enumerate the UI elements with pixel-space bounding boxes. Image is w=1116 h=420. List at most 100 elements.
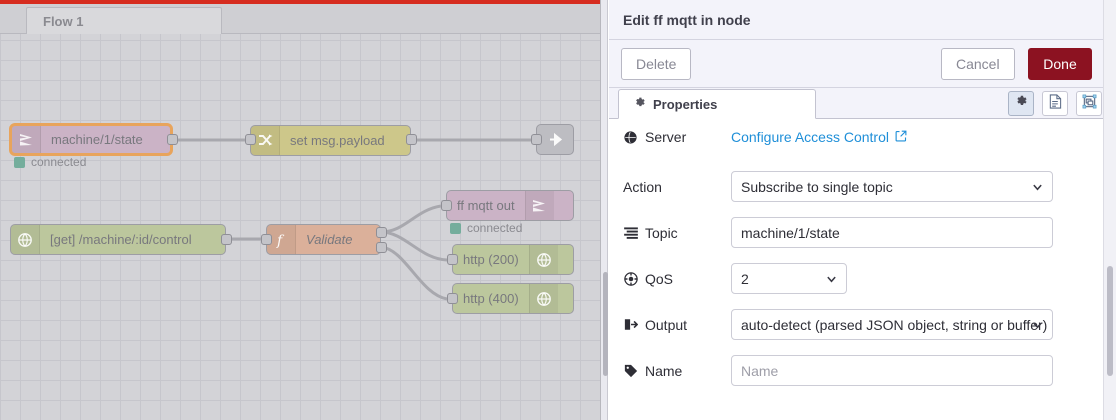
action-label-text: Action (623, 178, 662, 195)
panel-tabstrip: Properties (609, 88, 1103, 119)
name-label-text: Name (645, 362, 683, 379)
output-select[interactable]: auto-detect (parsed JSON object, string … (731, 309, 1053, 340)
action-select[interactable]: Subscribe to single topic (731, 171, 1053, 202)
panel-divider[interactable] (600, 0, 608, 420)
qos-label-text: QoS (645, 270, 674, 287)
node-input-port[interactable] (261, 234, 272, 245)
node-output-port[interactable] (167, 134, 178, 145)
topic-value: machine/1/state (741, 224, 840, 241)
node-input-port[interactable] (245, 134, 256, 145)
node-label: set msg.payload (290, 133, 385, 148)
form-row-output: Output auto-detect (parsed JSON object, … (623, 309, 1089, 340)
node-output-port[interactable] (221, 234, 232, 245)
node-input-port[interactable] (531, 134, 542, 145)
node-label: Validate (306, 232, 353, 247)
form-row-action: Action Subscribe to single topic (623, 171, 1089, 202)
chevron-down-icon (1033, 184, 1042, 190)
tab-properties[interactable]: Properties (618, 89, 816, 119)
node-input-port[interactable] (441, 200, 452, 211)
cancel-button-label: Cancel (956, 56, 1000, 72)
node-mqtt-in[interactable]: machine/1/state (10, 124, 172, 155)
node-output-port-2[interactable] (376, 242, 387, 253)
panel-scrollbar[interactable] (1103, 0, 1116, 420)
output-value: auto-detect (parsed JSON object, string … (741, 316, 1048, 333)
node-output-port-1[interactable] (376, 227, 387, 238)
external-link-icon (895, 129, 907, 145)
action-label: Action (623, 179, 731, 195)
page-title: Edit ff mqtt in node (623, 11, 751, 28)
node-input-port[interactable] (447, 293, 458, 304)
topic-input[interactable]: machine/1/state (731, 217, 1053, 248)
gear-icon (633, 96, 646, 112)
appearance-icon (1082, 94, 1097, 114)
description-icon (1048, 93, 1062, 114)
status-label: connected (31, 155, 87, 169)
debug-icon (541, 125, 570, 154)
gear-icon (1014, 94, 1028, 113)
node-label: http (200) (463, 252, 519, 267)
mqtt-icon (524, 191, 554, 220)
crosshair-icon (623, 271, 638, 286)
configure-access-control-link[interactable]: Configure Access Control (731, 129, 907, 145)
delete-button[interactable]: Delete (621, 48, 692, 80)
globe-icon (528, 245, 558, 274)
list-icon (623, 226, 638, 239)
form-row-topic: Topic machine/1/state (623, 217, 1089, 248)
node-http-response-200[interactable]: http (200) (452, 244, 574, 275)
output-label-text: Output (645, 316, 688, 333)
qos-value: 2 (741, 270, 749, 287)
gear-icon-button[interactable] (1008, 91, 1034, 116)
top-accent-bar (0, 0, 600, 4)
flow-workspace[interactable]: Flow 1 (0, 0, 600, 420)
action-value: Subscribe to single topic (741, 178, 893, 195)
globe-icon (623, 130, 638, 144)
flow-tab-label: Flow 1 (43, 14, 84, 29)
node-debug[interactable] (536, 124, 574, 155)
tab-properties-label: Properties (653, 96, 718, 112)
status-label: connected (467, 221, 523, 235)
chevron-down-icon (827, 276, 836, 282)
link-text: Configure Access Control (731, 129, 889, 145)
status-dot (14, 156, 25, 168)
description-icon-button[interactable] (1042, 91, 1068, 116)
node-output-port[interactable] (406, 134, 417, 145)
node-function[interactable]: f Validate (266, 224, 381, 255)
node-label: [get] /machine/:id/control (50, 232, 192, 247)
appearance-icon-button[interactable] (1076, 91, 1102, 116)
status-dot (450, 222, 461, 234)
output-label: Output (623, 317, 731, 333)
sign-out-icon (623, 318, 638, 331)
workspace-scrollbar-thumb[interactable] (603, 272, 608, 376)
panel-title-bar: Edit ff mqtt in node (609, 0, 1103, 40)
node-mqtt-out[interactable]: ff mqtt out (446, 190, 574, 221)
flow-canvas[interactable]: machine/1/state connected set msg.payloa… (0, 34, 600, 420)
delete-button-label: Delete (636, 56, 677, 72)
node-status-mqtt-in: connected (14, 155, 86, 169)
panel-toolbar: Delete Cancel Done (609, 40, 1103, 88)
flow-tab-flow-1[interactable]: Flow 1 (26, 7, 222, 35)
form-row-server: Server Configure Access Control (623, 129, 1089, 145)
topic-label-text: Topic (645, 224, 678, 241)
cancel-button[interactable]: Cancel (941, 48, 1015, 80)
form-row-qos: QoS 2 (623, 263, 1089, 294)
name-input[interactable]: Name (731, 355, 1053, 386)
node-properties-form: Server Configure Access Control Action (609, 119, 1103, 420)
server-label: Server (623, 129, 731, 145)
node-http-in[interactable]: [get] /machine/:id/control (10, 224, 226, 255)
qos-select[interactable]: 2 (731, 263, 847, 294)
node-label: ff mqtt out (457, 198, 515, 213)
node-http-response-400[interactable]: http (400) (452, 283, 574, 314)
done-button[interactable]: Done (1028, 48, 1092, 80)
done-button-label: Done (1043, 56, 1077, 72)
tag-icon (623, 364, 638, 378)
form-row-name: Name Name (623, 355, 1089, 386)
flow-tabbar: Flow 1 (0, 4, 600, 35)
mqtt-icon (12, 126, 41, 153)
chevron-down-icon (1033, 322, 1042, 328)
name-placeholder: Name (741, 362, 779, 379)
node-change[interactable]: set msg.payload (250, 125, 411, 156)
panel-scrollbar-thumb[interactable] (1107, 266, 1113, 376)
node-status-mqtt-out: connected (450, 221, 522, 235)
name-label: Name (623, 363, 731, 379)
node-input-port[interactable] (447, 254, 458, 265)
